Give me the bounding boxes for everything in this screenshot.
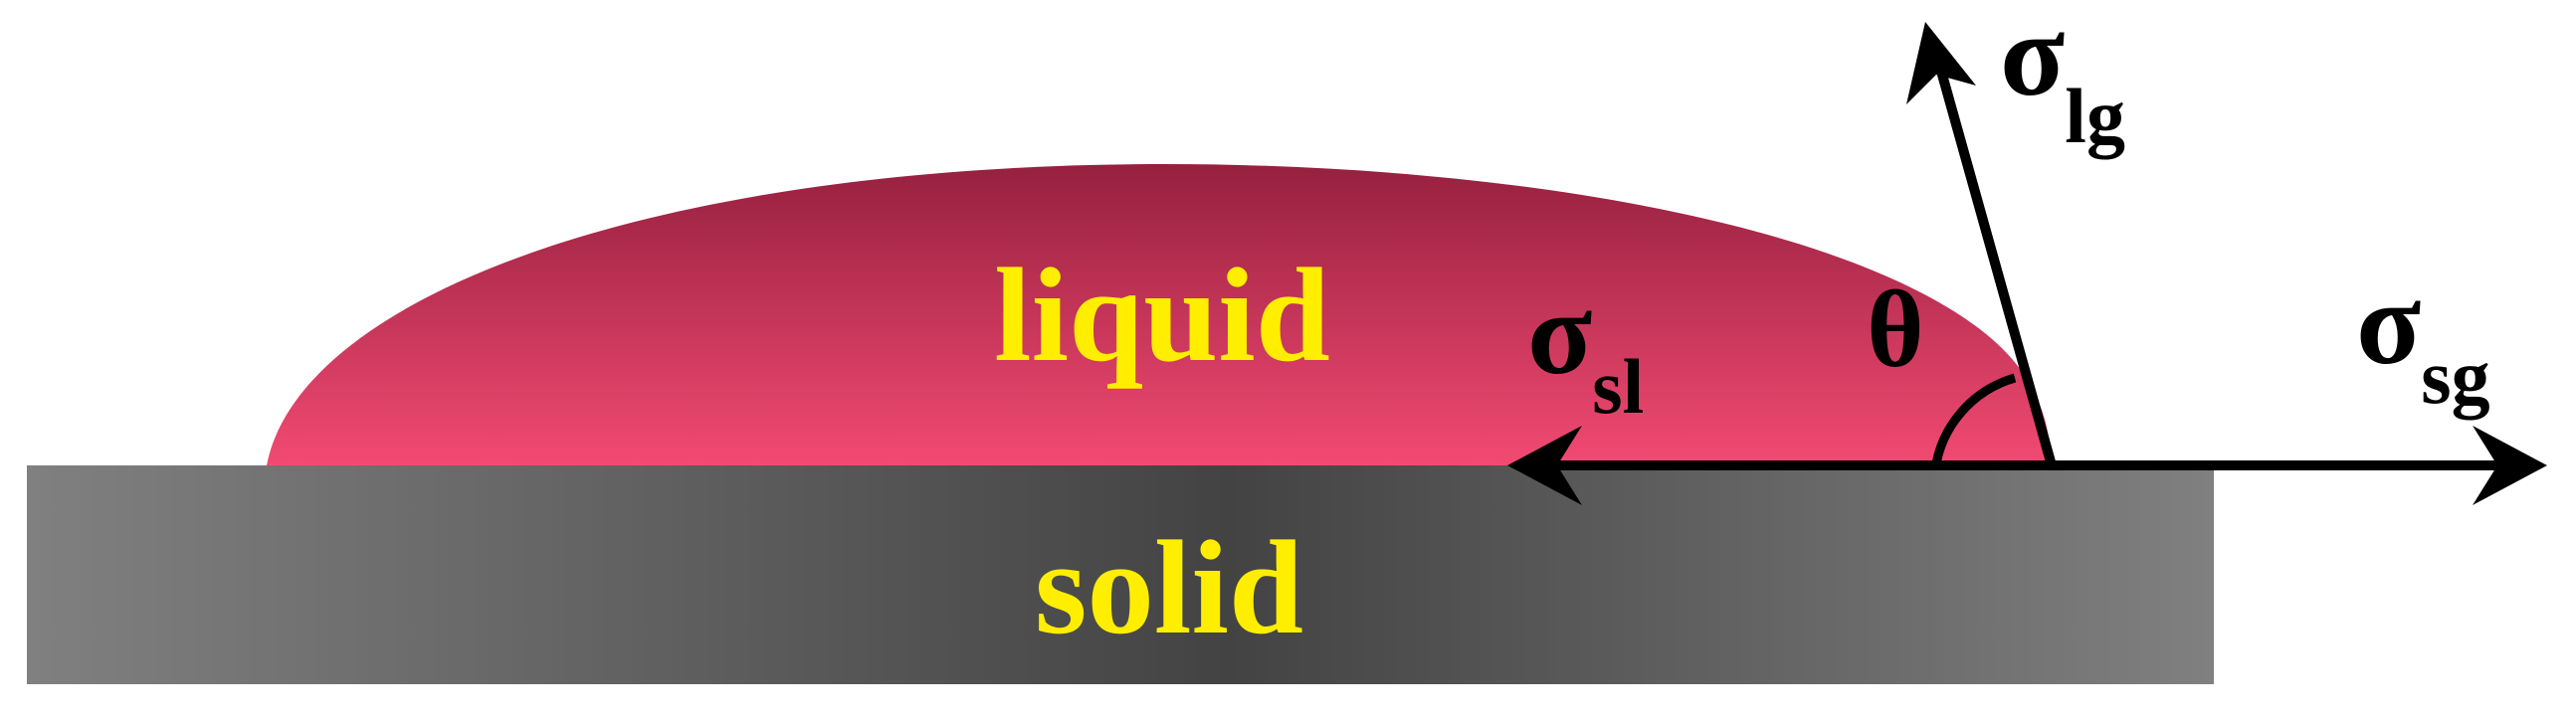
sigma-lg-arrow (1930, 48, 2057, 467)
solid-substrate (27, 465, 2214, 684)
sigma-sl-arrowhead (1507, 426, 1582, 505)
sigma-lg-symbol: σ (2000, 0, 2065, 120)
sigma-lg-subscript: lg (2065, 73, 2125, 159)
sigma-sg-label: σsg (2356, 257, 2490, 420)
sigma-sg-arrowhead (2473, 426, 2547, 505)
sigma-sl-symbol: σ (1527, 267, 1592, 399)
theta-label: θ (1867, 269, 1923, 390)
sigma-sl-label: σsl (1527, 267, 1644, 430)
sigma-sg-symbol: σ (2356, 257, 2421, 389)
sigma-sg-subscript: sg (2421, 333, 2489, 420)
contact-angle-arc (1930, 373, 2017, 470)
sigma-lg-label: σlg (2000, 0, 2125, 159)
liquid-label: liquid (994, 242, 1330, 390)
sigma-lg-arrowhead (1906, 22, 1976, 104)
sigma-sl-subscript: sl (1592, 343, 1644, 430)
liquid-droplet (267, 164, 2052, 465)
solid-label: solid (1035, 514, 1303, 662)
